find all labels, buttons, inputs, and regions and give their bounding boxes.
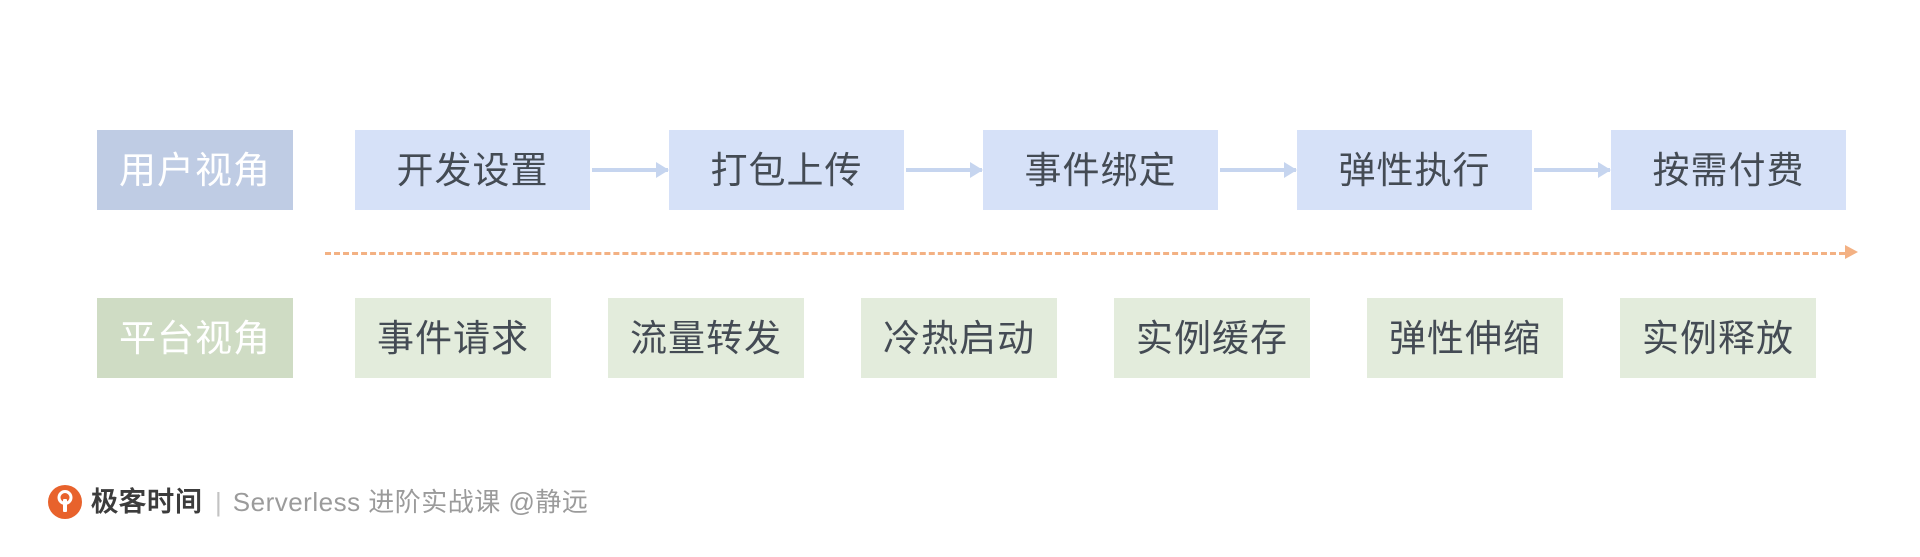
- flow-step-box[interactable]: 事件绑定: [983, 130, 1218, 210]
- platform-step-box[interactable]: 弹性伸缩: [1367, 298, 1563, 378]
- footer-subtitle: Serverless 进阶实战课 @静远: [232, 487, 589, 517]
- view-separator-arrowhead-icon: [1845, 245, 1858, 259]
- platform-step-label: 事件请求: [377, 317, 529, 359]
- row-legend-user-view: 用户视角: [97, 130, 293, 210]
- platform-step-box[interactable]: 冷热启动: [861, 298, 1057, 378]
- platform-step-box[interactable]: 流量转发: [608, 298, 804, 378]
- flow-step-box[interactable]: 弹性执行: [1297, 130, 1532, 210]
- flow-step-box[interactable]: 按需付费: [1611, 130, 1846, 210]
- footer-watermark: 极客时间 | Serverless 进阶实战课 @静远: [48, 482, 588, 522]
- flow-step-label: 按需付费: [1652, 149, 1805, 191]
- flow-step-label: 弹性执行: [1338, 149, 1491, 191]
- footer-brand-name: 极客时间: [91, 486, 203, 517]
- view-separator-dashed-line: [325, 252, 1845, 255]
- platform-step-label: 流量转发: [630, 317, 782, 359]
- flow-arrow: [906, 168, 982, 172]
- flow-arrow: [592, 168, 668, 172]
- flow-arrow: [1220, 168, 1296, 172]
- platform-step-label: 实例缓存: [1136, 317, 1288, 359]
- platform-step-label: 弹性伸缩: [1389, 317, 1541, 359]
- geekbang-logo-stem-shape: [63, 499, 67, 512]
- flow-step-label: 事件绑定: [1024, 149, 1177, 191]
- platform-step-label: 实例释放: [1642, 317, 1794, 359]
- platform-step-box[interactable]: 事件请求: [355, 298, 551, 378]
- flow-step-label: 开发设置: [396, 149, 549, 191]
- flow-step-box[interactable]: 开发设置: [355, 130, 590, 210]
- flow-step-label: 打包上传: [710, 149, 863, 191]
- row-legend-platform-view: 平台视角: [97, 298, 293, 378]
- row-legend-label: 平台视角: [119, 317, 271, 359]
- platform-step-box[interactable]: 实例释放: [1620, 298, 1816, 378]
- platform-step-label: 冷热启动: [883, 317, 1035, 359]
- row-legend-label: 用户视角: [119, 149, 271, 191]
- footer-divider: |: [215, 487, 222, 517]
- platform-step-box[interactable]: 实例缓存: [1114, 298, 1310, 378]
- geekbang-logo-icon: [48, 485, 82, 519]
- flow-arrow: [1534, 168, 1610, 172]
- flow-step-box[interactable]: 打包上传: [669, 130, 904, 210]
